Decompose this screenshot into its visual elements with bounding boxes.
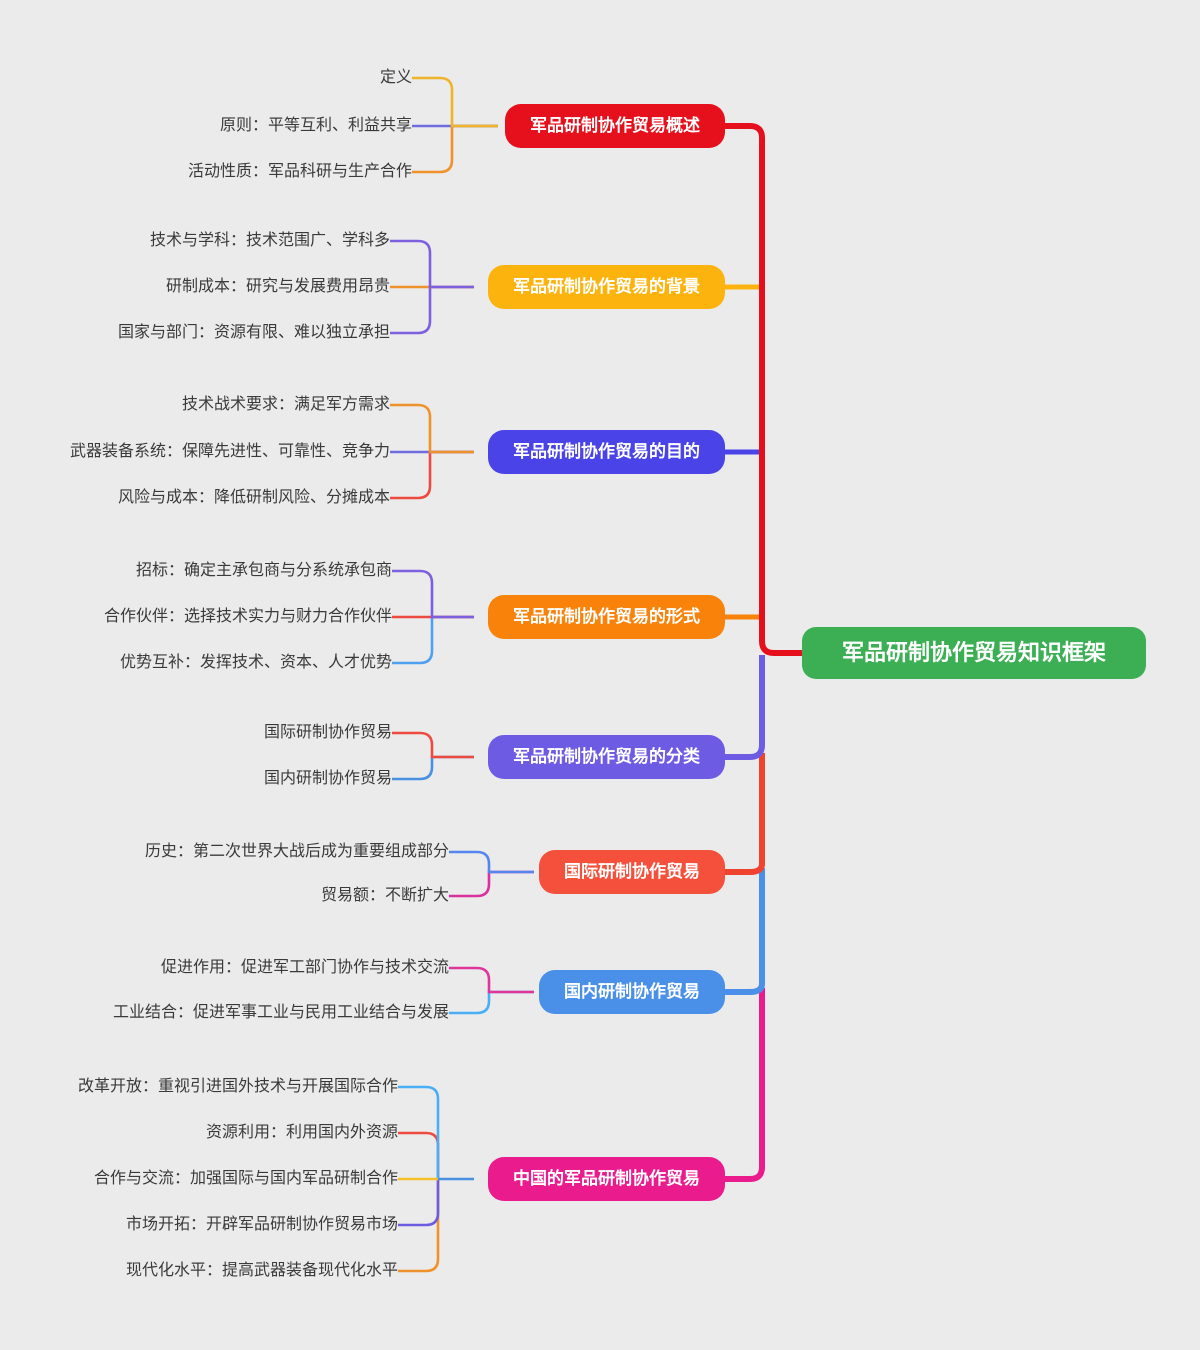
- leaf-connector: [449, 850, 534, 874]
- leaf-connector: [398, 1131, 440, 1179]
- node-form[interactable]: 军品研制协作贸易的形式: [488, 595, 725, 639]
- node-classification[interactable]: 军品研制协作贸易的分类: [488, 735, 725, 779]
- leaf-promotion[interactable]: 促进作用：促进军工部门协作与技术交流: [160, 959, 449, 976]
- trunk-classification: [725, 655, 765, 760]
- leaf-cooperation-exchange[interactable]: 合作与交流：加强国际与国内军品研制合作: [93, 1170, 398, 1187]
- leaf-international-trade[interactable]: 国际研制协作贸易: [263, 724, 392, 741]
- leaf-connector: [398, 1179, 440, 1273]
- node-purpose[interactable]: 军品研制协作贸易的目的: [488, 430, 725, 474]
- leaf-weapon-systems[interactable]: 武器装备系统：保障先进性、可靠性、竞争力: [69, 443, 390, 460]
- leaf-principle[interactable]: 原则：平等互利、利益共享: [219, 117, 412, 134]
- leaf-tech-disciplines[interactable]: 技术与学科：技术范围广、学科多: [149, 232, 390, 249]
- leaf-reform-opening[interactable]: 改革开放：重视引进国外技术与开展国际合作: [77, 1078, 398, 1095]
- leaf-connector: [449, 966, 534, 994]
- node-overview[interactable]: 军品研制协作贸易概述: [505, 104, 725, 148]
- leaf-connector: [392, 569, 474, 619]
- leaf-modernization[interactable]: 现代化水平：提高武器装备现代化水平: [125, 1262, 398, 1279]
- leaf-history[interactable]: 历史：第二次世界大战后成为重要组成部分: [144, 843, 449, 860]
- leaf-connector: [412, 124, 498, 174]
- trunk-overview-to-root: [723, 123, 803, 656]
- leaf-complementary-advantages[interactable]: 优势互补：发挥技术、资本、人才优势: [119, 654, 392, 671]
- leaf-domestic-trade[interactable]: 国内研制协作贸易: [263, 770, 392, 787]
- leaf-definition[interactable]: 定义: [379, 69, 412, 86]
- leaf-connector: [390, 285, 474, 335]
- leaf-connector: [398, 1085, 440, 1179]
- trunk-china: [725, 988, 765, 1182]
- leaf-connector: [449, 870, 534, 898]
- leaf-connector: [392, 615, 474, 665]
- leaf-nations-departments[interactable]: 国家与部门：资源有限、难以独立承担: [117, 324, 390, 341]
- leaf-market-development[interactable]: 市场开拓：开辟军品研制协作贸易市场: [125, 1216, 398, 1233]
- leaf-industry-integration[interactable]: 工业结合：促进军事工业与民用工业结合与发展: [112, 1004, 449, 1021]
- leaf-connector: [449, 990, 534, 1015]
- leaf-connector: [390, 403, 474, 454]
- leaf-partners[interactable]: 合作伙伴：选择技术实力与财力合作伙伴: [103, 608, 392, 625]
- leaf-risk-cost[interactable]: 风险与成本：降低研制风险、分摊成本: [117, 489, 390, 506]
- leaf-bidding[interactable]: 招标：确定主承包商与分系统承包商: [135, 562, 392, 579]
- node-china[interactable]: 中国的军品研制协作贸易: [488, 1157, 725, 1201]
- node-background[interactable]: 军品研制协作贸易的背景: [488, 265, 725, 309]
- leaf-resource-use[interactable]: 资源利用：利用国内外资源: [205, 1124, 398, 1141]
- leaf-connector: [398, 1179, 440, 1227]
- leaf-tactical-requirements[interactable]: 技术战术要求：满足军方需求: [181, 396, 390, 413]
- node-domestic[interactable]: 国内研制协作贸易: [539, 970, 725, 1014]
- leaf-connector: [392, 755, 474, 781]
- leaf-development-cost[interactable]: 研制成本：研究与发展费用昂贵: [165, 278, 390, 295]
- root-node[interactable]: 军品研制协作贸易知识框架: [802, 627, 1147, 679]
- leaf-trade-volume[interactable]: 贸易额：不断扩大: [320, 887, 449, 904]
- leaf-connector: [390, 239, 474, 289]
- trunk-domestic: [723, 868, 765, 995]
- node-international[interactable]: 国际研制协作贸易: [539, 850, 725, 894]
- leaf-connector: [392, 731, 474, 759]
- leaf-connector: [412, 76, 498, 128]
- leaf-connector: [390, 450, 474, 500]
- leaf-activity-nature[interactable]: 活动性质：军品科研与生产合作: [187, 163, 412, 180]
- trunk-international: [723, 753, 765, 875]
